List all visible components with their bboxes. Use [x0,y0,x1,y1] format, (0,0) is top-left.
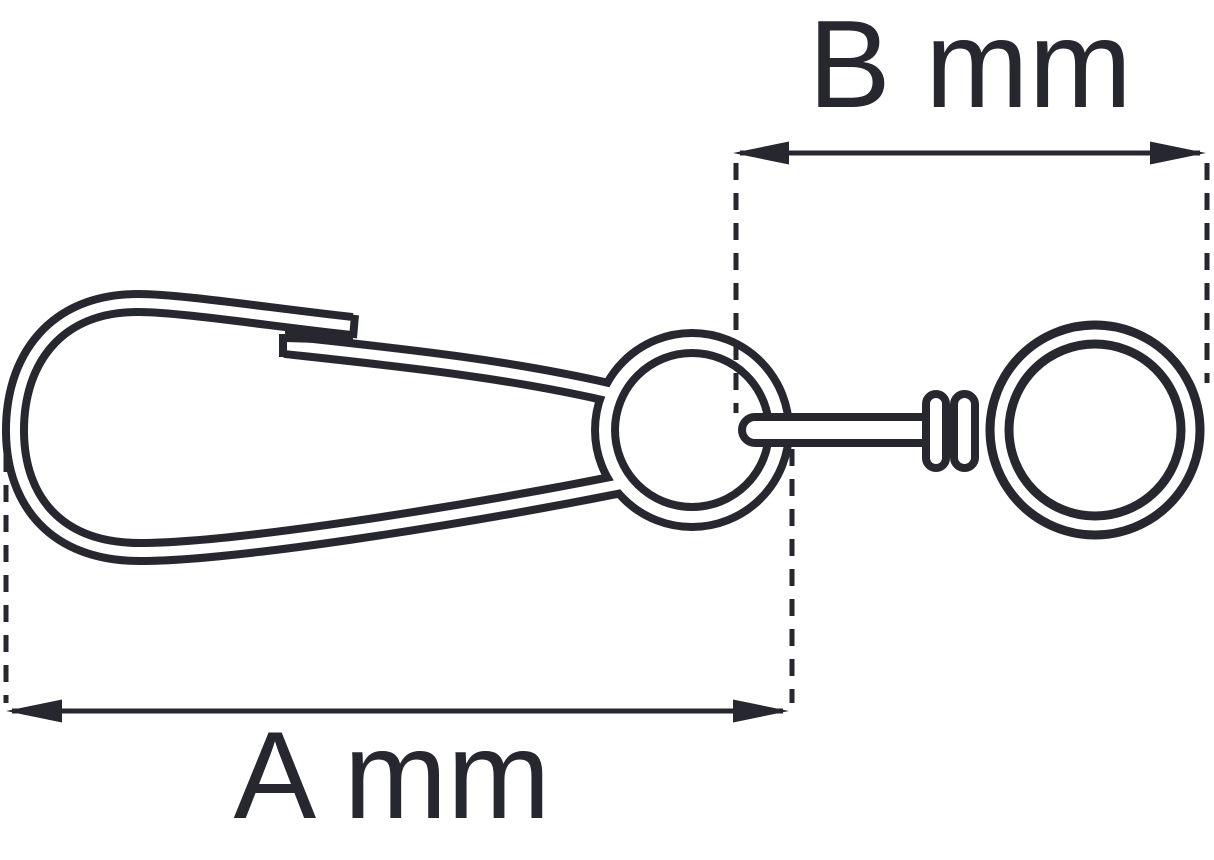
dimension-b-arrowhead-left [733,141,789,165]
fixed-arm-tip-cap [349,314,359,339]
round-ring-inner [1004,339,1186,521]
snap-hook-gate-channel [284,340,658,399]
round-ring-outer [985,320,1205,540]
swivel-pin [738,413,941,447]
dimension-b [733,141,1210,413]
dimension-a-arrowhead-right [733,699,789,723]
swivel-barrel-bead-left [922,390,950,472]
dimension-b-arrowhead-right [1150,141,1206,165]
swivel-barrel-bead-right [950,390,979,472]
snap-hook-body-channel [9,298,676,557]
snap-hook-assembly [1,290,1205,565]
dimension-a [3,449,795,723]
dimension-a-label: A mm [234,707,551,845]
dimension-a-arrowhead-left [6,699,62,723]
dimension-b-label: B mm [808,0,1132,134]
gate-step-overlap [285,327,353,344]
